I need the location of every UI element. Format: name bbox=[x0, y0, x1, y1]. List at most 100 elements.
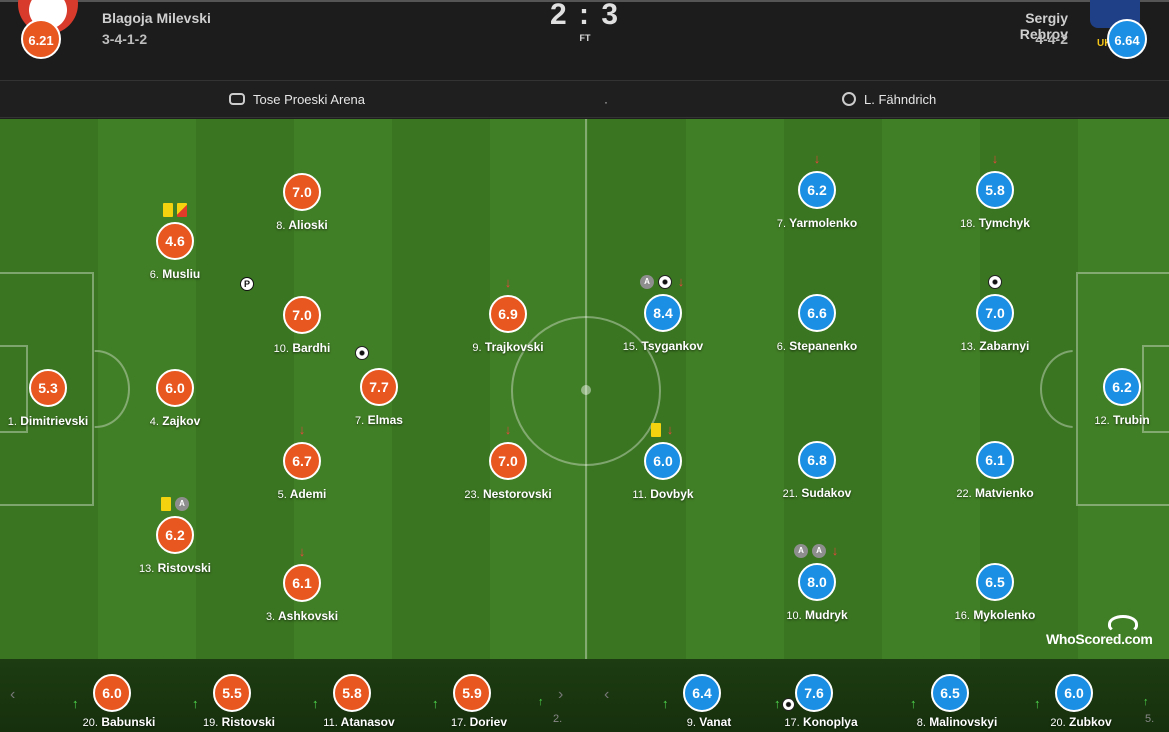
sub-off-icon: ↓ bbox=[666, 422, 674, 437]
penalty-icon: P bbox=[240, 277, 254, 291]
player-card[interactable]: A↓ 8.4 15. Tsygankov bbox=[603, 275, 723, 370]
sub-off-icon: ↓ bbox=[504, 275, 512, 290]
player-rating: 7.0 bbox=[283, 173, 321, 211]
sub-off-icon: ↓ bbox=[504, 422, 512, 437]
player-card[interactable]: ↓ 6.7 5. Ademi bbox=[242, 423, 362, 518]
home-formation: 3-4-1-2 bbox=[102, 31, 148, 47]
goal-icon bbox=[782, 698, 795, 711]
player-rating: 6.2 bbox=[1103, 368, 1141, 406]
player-card[interactable]: 6.5 16. Mykolenko bbox=[935, 563, 1055, 639]
player-name: 11. Atanasov bbox=[323, 715, 395, 729]
player-name: 1. Dimitrievski bbox=[7, 414, 89, 428]
player-rating: 6.1 bbox=[283, 564, 321, 602]
player-name: 9. Trajkovski bbox=[472, 340, 544, 354]
match-status: FT bbox=[579, 33, 591, 43]
player-events: ↓ bbox=[448, 276, 568, 292]
player-card[interactable]: 6.1 22. Matvienko bbox=[935, 441, 1055, 517]
player-card[interactable]: ↓ 5.8 18. Tymchyk bbox=[935, 152, 1055, 247]
player-card[interactable]: 7.7 7. Elmas bbox=[319, 346, 439, 444]
player-rating: 6.0 bbox=[1055, 674, 1093, 712]
player-rating: 6.4 bbox=[683, 674, 721, 712]
sub-off-icon: ↓ bbox=[991, 151, 999, 166]
player-name: 11. Dovbyk bbox=[632, 487, 694, 501]
sub-card[interactable]: ↑ 6.0 20. Babunski bbox=[64, 674, 160, 732]
player-card[interactable]: ↓ 6.0 11. Dovbyk bbox=[603, 423, 723, 518]
player-name: 9. Vanat bbox=[686, 715, 732, 729]
player-rating: 4.6 bbox=[156, 222, 194, 260]
sub-card[interactable]: ↑ 6.0 20. Zubkov bbox=[1026, 674, 1122, 732]
player-rating: 5.3 bbox=[29, 369, 67, 407]
player-card[interactable]: P 7.0 10. Bardhi bbox=[240, 277, 362, 372]
sub-card[interactable]: ↑ 7.6 17. Konoplya bbox=[766, 674, 862, 732]
player-card[interactable]: 6.0 4. Zajkov bbox=[115, 369, 235, 445]
player-name: 13. Zabarnyi bbox=[960, 339, 1030, 353]
player-card[interactable]: ↓ 6.2 7. Yarmolenko bbox=[757, 152, 877, 247]
second-yellow-card-icon bbox=[177, 203, 187, 217]
player-card[interactable]: 6.6 6. Stepanenko bbox=[757, 294, 877, 370]
sub-card[interactable]: ↑ 5.9 17. Doriev bbox=[424, 674, 520, 732]
sub-off-icon: ↓ bbox=[298, 422, 306, 437]
player-name: 8. Alioski bbox=[276, 218, 328, 232]
stadium: Tose Proeski Arena bbox=[229, 92, 365, 107]
player-name: 16. Mykolenko bbox=[954, 608, 1036, 622]
player-name: 3. Ashkovski bbox=[265, 609, 339, 623]
brand-watermark: WhoScored.com bbox=[1046, 631, 1153, 647]
away-subs-prev-button[interactable]: ‹ bbox=[604, 686, 610, 703]
pitch: 5.3 1. Dimitrievski 4.6 6. Musliu 6.0 4.… bbox=[0, 119, 1169, 659]
player-rating: 6.2 bbox=[156, 516, 194, 554]
player-card[interactable]: 7.0 13. Zabarnyi bbox=[935, 275, 1055, 370]
whoscored-logo-icon bbox=[1108, 615, 1138, 633]
player-rating: 8.4 bbox=[644, 294, 682, 332]
player-card[interactable]: A 6.2 13. Ristovski bbox=[115, 497, 235, 592]
goal-icon bbox=[988, 275, 1002, 289]
venue-separator: · bbox=[604, 95, 608, 109]
player-events: A bbox=[115, 497, 235, 513]
yellow-card-icon bbox=[163, 203, 173, 217]
player-events: ↓ bbox=[242, 423, 362, 439]
yellow-card-icon bbox=[161, 497, 171, 511]
sub-card[interactable]: ↑ 6.5 8. Malinovskyi bbox=[902, 674, 998, 732]
sub-off-icon: ↓ bbox=[813, 151, 821, 166]
home-sub-next-number: 2. bbox=[553, 713, 563, 725]
player-events bbox=[115, 203, 235, 219]
player-card[interactable]: 4.6 6. Musliu bbox=[115, 203, 235, 298]
player-rating: 5.8 bbox=[976, 171, 1014, 209]
player-card[interactable]: 6.8 21. Sudakov bbox=[757, 441, 877, 517]
assist-icon: A bbox=[640, 275, 654, 289]
sub-in-icon: ↑ bbox=[662, 696, 669, 711]
player-name: 20. Babunski bbox=[82, 715, 156, 729]
player-name: 12. Trubin bbox=[1094, 413, 1150, 427]
player-name: 19. Ristovski bbox=[203, 715, 275, 729]
player-card[interactable]: 5.3 1. Dimitrievski bbox=[0, 369, 108, 445]
player-name: 21. Sudakov bbox=[782, 486, 852, 500]
player-card[interactable]: ↓ 6.9 9. Trajkovski bbox=[448, 276, 568, 371]
player-events: ↓ bbox=[242, 545, 362, 561]
player-name: 15. Tsygankov bbox=[622, 339, 704, 353]
sub-card[interactable]: ↑ 5.5 19. Ristovski bbox=[184, 674, 280, 732]
player-rating: 5.9 bbox=[453, 674, 491, 712]
player-card[interactable]: 6.2 12. Trubin bbox=[1062, 368, 1169, 444]
sub-card[interactable]: ↑ 5.8 11. Atanasov bbox=[304, 674, 400, 732]
player-name: 23. Nestorovski bbox=[464, 487, 552, 501]
sub-in-icon: ↑ bbox=[910, 696, 917, 711]
player-card[interactable]: 7.0 8. Alioski bbox=[242, 173, 362, 249]
player-name: 18. Tymchyk bbox=[960, 216, 1030, 230]
home-subs-next-button[interactable]: › bbox=[558, 686, 564, 703]
home-subs-prev-button[interactable]: ‹ bbox=[10, 686, 16, 703]
sub-in-icon: ↑ bbox=[72, 696, 79, 711]
player-rating: 7.6 bbox=[795, 674, 833, 712]
player-rating: 6.0 bbox=[644, 442, 682, 480]
player-rating: 6.5 bbox=[931, 674, 969, 712]
referee: L. Fähndrich bbox=[842, 92, 936, 107]
right-penalty-area bbox=[1076, 272, 1169, 506]
player-card[interactable]: ↓ 6.1 3. Ashkovski bbox=[242, 545, 362, 640]
sub-in-icon: ↑ bbox=[312, 696, 319, 711]
sub-card[interactable]: ↑ 6.4 9. Vanat bbox=[654, 674, 750, 732]
player-card[interactable]: ↓ 7.0 23. Nestorovski bbox=[448, 423, 568, 518]
player-rating: 6.7 bbox=[283, 442, 321, 480]
player-name: 7. Elmas bbox=[355, 413, 403, 427]
sub-off-icon: ↓ bbox=[831, 543, 839, 558]
